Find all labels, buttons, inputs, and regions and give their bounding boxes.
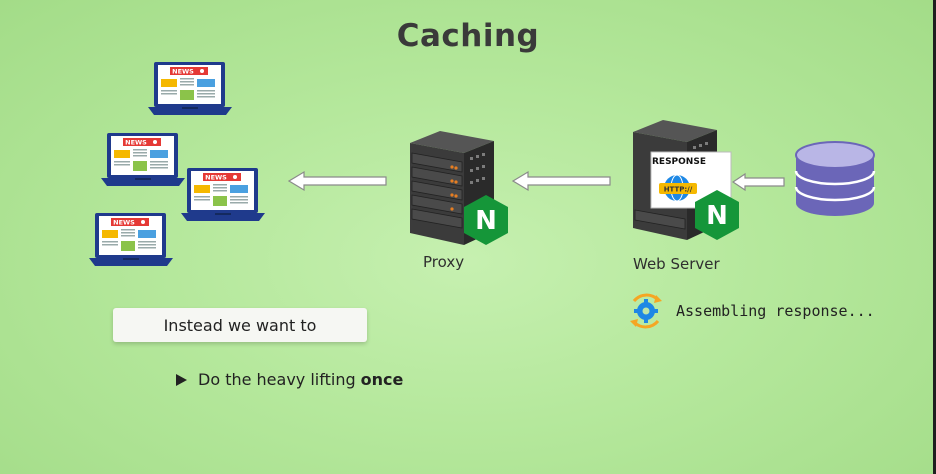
laptop-client-1: NEWS (148, 62, 232, 115)
proxy-label: Proxy (423, 253, 465, 271)
laptop-client-4: NEWS (89, 213, 173, 266)
proxy-server-icon: N (410, 131, 508, 245)
arrow-proxy-to-clients (288, 170, 387, 192)
response-label: RESPONSE (652, 157, 706, 167)
play-triangle-icon (176, 373, 187, 386)
nginx-logo: N (475, 206, 497, 236)
http-label: HTTP:// (664, 186, 693, 194)
news-badge: NEWS (205, 174, 227, 182)
news-badge: NEWS (125, 139, 147, 147)
news-badge: NEWS (113, 219, 135, 227)
bullet-text: Do the heavy lifting (198, 370, 356, 389)
slide-title: Caching (396, 18, 540, 54)
assembling-status: Assembling response... (626, 291, 875, 331)
bullet-point: Do the heavy lifting once (176, 370, 403, 389)
arrow-server-to-proxy (512, 170, 611, 192)
gears-cycle-icon (630, 293, 662, 329)
status-text: Assembling response... (676, 302, 875, 320)
web-server-icon: RESPONSE HTTP:// N (633, 120, 739, 240)
laptop-client-3: NEWS (181, 168, 265, 221)
arrow-db-to-server (732, 172, 785, 192)
news-badge: NEWS (172, 68, 194, 76)
bullet-emphasis: once (360, 370, 404, 389)
database-icon (794, 141, 876, 216)
laptop-client-2: NEWS (101, 133, 185, 186)
window-edge (933, 0, 936, 474)
callout-text: Instead we want to (163, 315, 317, 335)
web-server-label: Web Server (633, 255, 720, 273)
callout-box: Instead we want to (113, 308, 367, 342)
nginx-logo: N (706, 201, 728, 231)
